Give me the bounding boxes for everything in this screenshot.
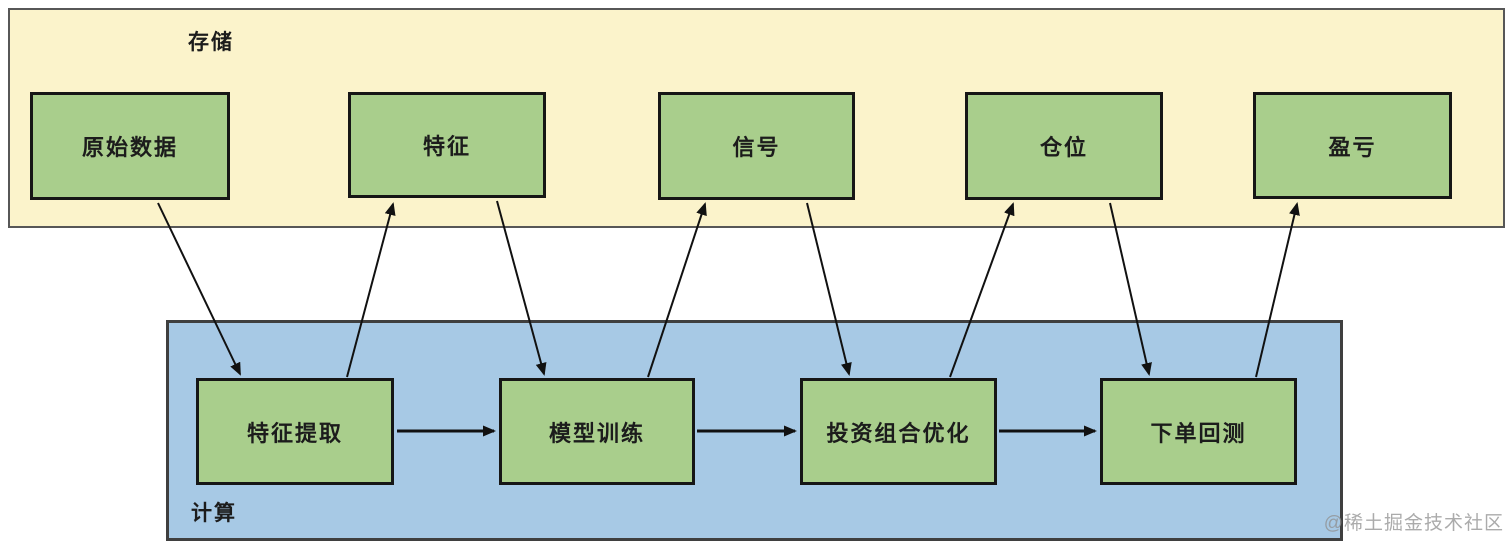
node-order-backtest: 下单回测	[1100, 378, 1297, 485]
node-feature-extraction: 特征提取	[196, 378, 394, 485]
node-model-training: 模型训练	[499, 378, 695, 485]
node-portfolio-optimization: 投资组合优化	[800, 378, 997, 485]
node-signals: 信号	[658, 92, 855, 200]
node-pnl-label: 盈亏	[1328, 134, 1377, 160]
node-order-backtest-label: 下单回测	[1150, 420, 1247, 446]
node-features: 特征	[348, 92, 546, 198]
compute-container-label: 计算	[191, 502, 237, 525]
node-pnl: 盈亏	[1253, 92, 1452, 199]
node-positions: 仓位	[965, 92, 1163, 200]
node-portfolio-optimization-label: 投资组合优化	[826, 420, 971, 446]
storage-container-label: 存储	[188, 31, 234, 54]
node-positions-label: 仓位	[1039, 135, 1088, 160]
node-raw-data: 原始数据	[30, 92, 230, 200]
node-signals-label: 信号	[732, 135, 781, 160]
node-raw-data-label: 原始数据	[81, 135, 178, 160]
node-features-label: 特征	[422, 134, 471, 159]
node-feature-extraction-label: 特征提取	[246, 420, 343, 446]
watermark: @稀土掘金技术社区	[1323, 513, 1504, 534]
node-model-training-label: 模型训练	[548, 420, 645, 446]
